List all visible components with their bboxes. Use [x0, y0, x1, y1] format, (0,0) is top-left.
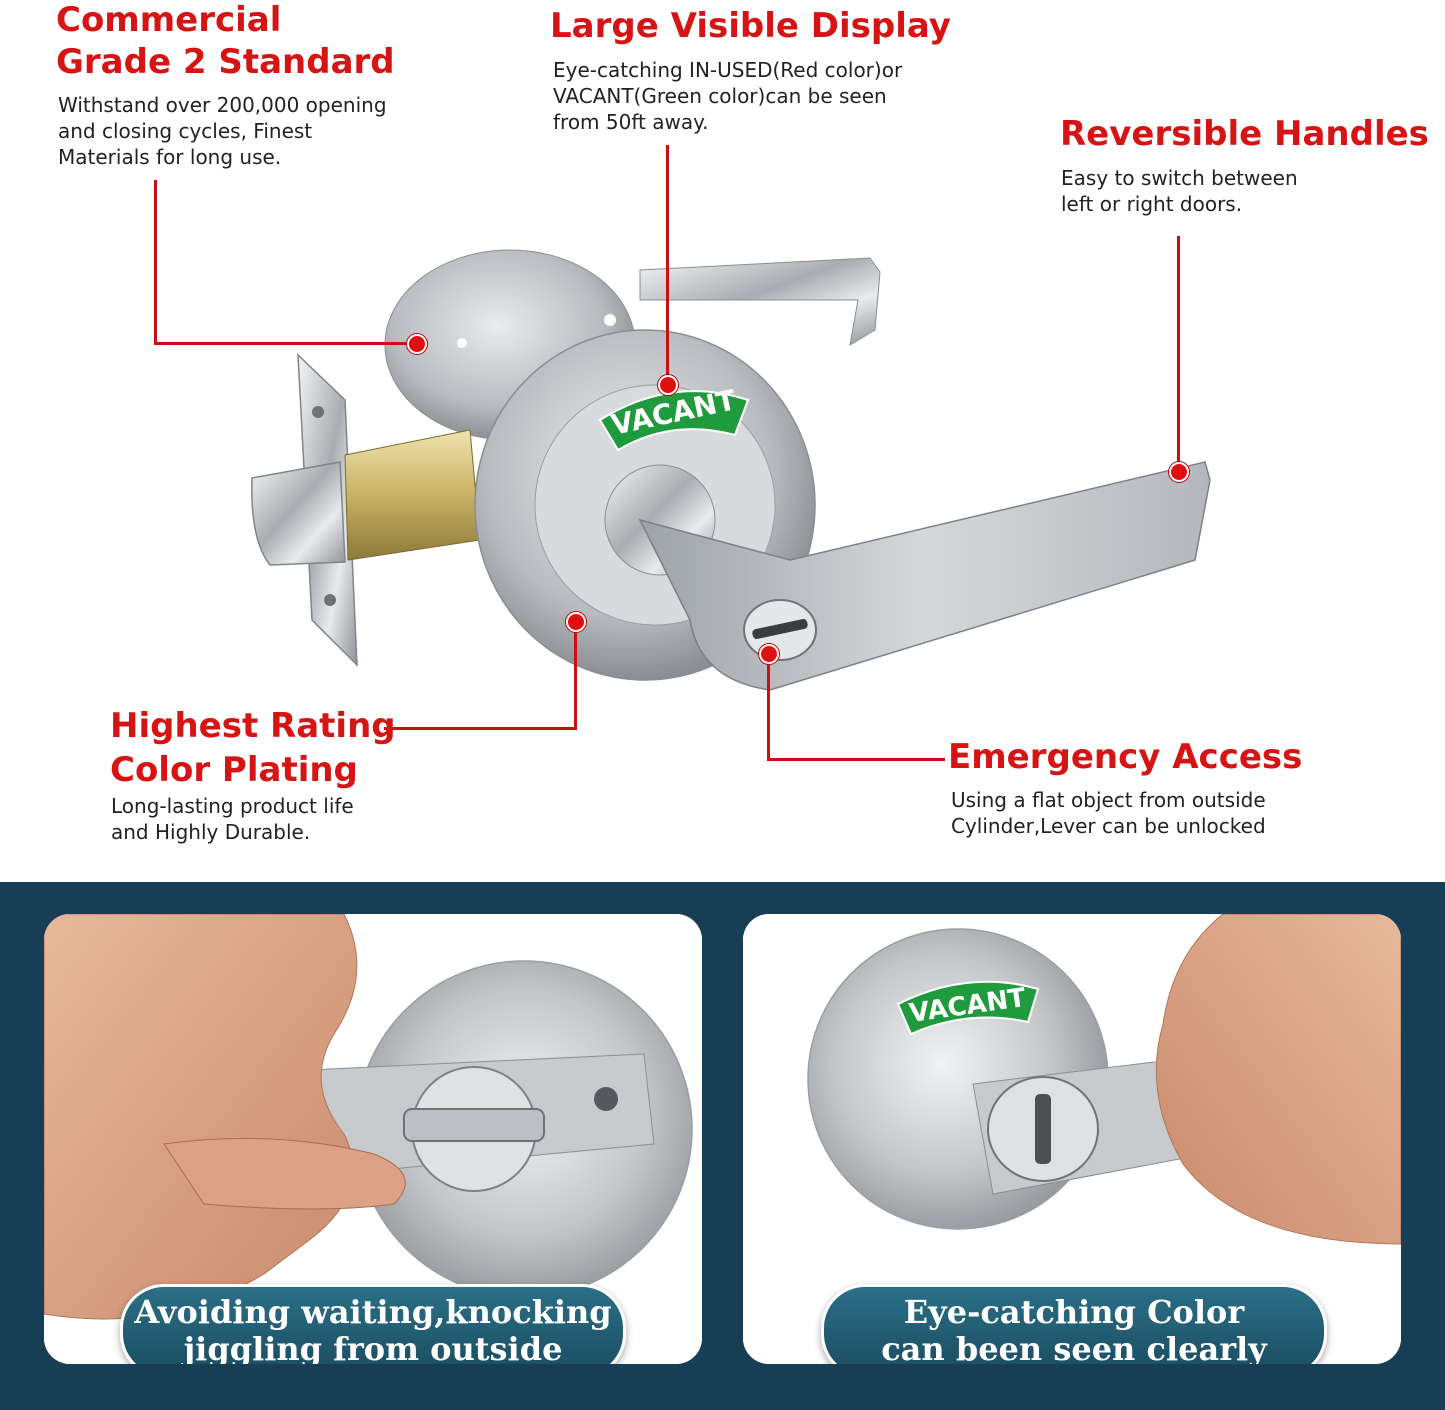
commercial-marker — [407, 334, 427, 354]
plating-title-line2: Color Plating — [110, 750, 358, 790]
display-desc-line2: VACANT(Green color)can be seen — [553, 84, 887, 108]
reversible-title: Reversible Handles — [1060, 114, 1429, 154]
plating-marker — [566, 612, 586, 632]
plating-title-line1: Highest Rating — [110, 706, 396, 746]
back-lever — [639, 257, 881, 346]
reversible-leader — [1177, 236, 1180, 468]
right-caption-line2: can been seen clearly — [881, 1330, 1267, 1365]
left-panel-illustration — [44, 914, 702, 1364]
left-caption: Avoiding waiting,knocking jiggling from … — [120, 1284, 626, 1364]
usage-photos-section: Avoiding waiting,knocking jiggling from … — [0, 882, 1445, 1410]
plating-leader-h — [384, 727, 577, 730]
display-desc-line1: Eye-catching IN-USED(Red color)or — [553, 58, 903, 82]
emergency-title: Emergency Access — [948, 737, 1303, 777]
display-leader — [666, 145, 669, 380]
panel-right: VACANT Eye-catching Color can been seen … — [743, 914, 1401, 1364]
emergency-marker — [759, 644, 779, 664]
latch-body — [344, 429, 481, 561]
plating-leader-v — [574, 620, 577, 730]
plating-desc-line2: and Highly Durable. — [111, 820, 311, 844]
right-vacant-indicator — [896, 980, 1040, 1036]
display-title: Large Visible Display — [550, 6, 951, 46]
plating-desc-line1: Long-lasting product life — [111, 794, 354, 818]
reversible-desc-line1: Easy to switch between — [1061, 166, 1298, 190]
emergency-desc-line2: Cylinder,Lever can be unlocked — [951, 814, 1266, 838]
commercial-title-line2: Grade 2 Standard — [56, 42, 395, 82]
vacant-indicator — [598, 390, 750, 452]
commercial-title-line1: Commercial — [56, 0, 282, 40]
right-caption: Eye-catching Color can been seen clearly — [821, 1284, 1327, 1364]
reversible-marker — [1169, 462, 1189, 482]
display-marker — [658, 375, 678, 395]
feature-diagram-section: VACANT Commercial Grade 2 Standard Withs… — [56, 0, 1429, 844]
reversible-desc-line2: left or right doors. — [1061, 192, 1243, 216]
commercial-leader-v — [154, 180, 157, 345]
door-lock-illustration: VACANT — [251, 249, 1211, 691]
left-caption-line1: Avoiding waiting,knocking — [134, 1293, 612, 1331]
commercial-desc-line2: and closing cycles, Finest — [58, 119, 313, 143]
right-hand — [1155, 914, 1401, 1245]
emergency-desc-line1: Using a flat object from outside — [951, 788, 1266, 812]
commercial-leader-h — [154, 342, 417, 345]
left-thumbturn — [403, 1108, 545, 1142]
display-desc-line3: from 50ft away. — [553, 110, 709, 134]
commercial-desc-line3: Materials for long use. — [58, 145, 282, 169]
commercial-desc-line1: Withstand over 200,000 opening — [58, 93, 387, 117]
emergency-leader-h — [767, 758, 945, 761]
right-caption-line1: Eye-catching Color — [903, 1293, 1245, 1331]
latch-bolt — [251, 461, 346, 566]
left-caption-line2: jiggling from outside — [183, 1330, 563, 1365]
emergency-leader-v — [767, 652, 770, 760]
panel-left: Avoiding waiting,knocking jiggling from … — [44, 914, 702, 1364]
